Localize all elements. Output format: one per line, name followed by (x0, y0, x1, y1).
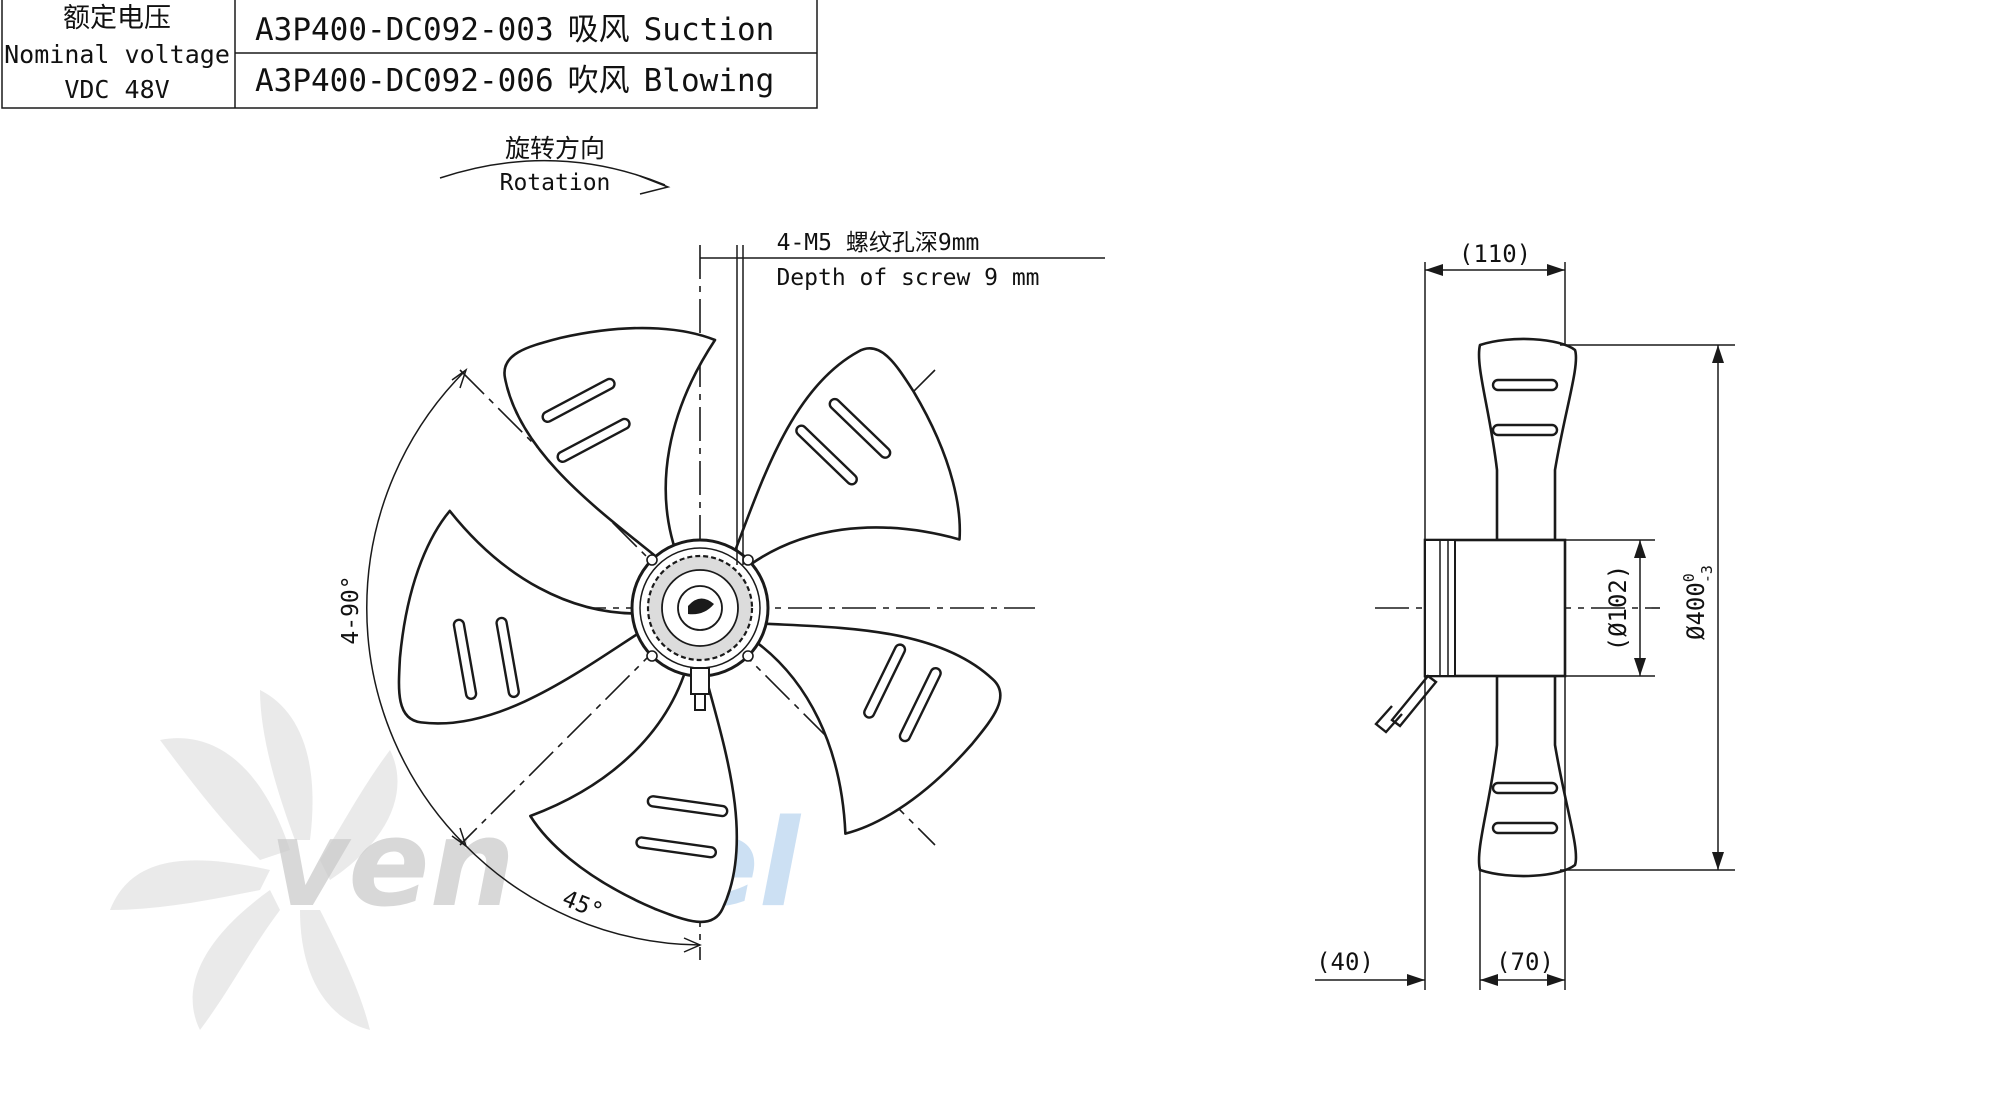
fan-blade (529, 654, 739, 924)
rotation-indicator: 旋转方向 Rotation (439, 134, 671, 196)
model-row-1-type-cn: 吸风 (568, 12, 630, 48)
screw-note-line2: Depth of screw 9 mm (776, 265, 1039, 291)
angle-arc-4x90 (366, 371, 465, 845)
cable-gland-icon (690, 667, 710, 695)
side-view: (110) (Ø102) Ø4000-3 (1315, 240, 1735, 990)
rotation-label-en: Rotation (500, 170, 611, 196)
screw-hole-icon (742, 554, 754, 566)
side-blade-top (1477, 337, 1578, 542)
nominal-voltage-label: Nominal voltage (4, 40, 230, 69)
title-block: 额定电压 Nominal voltage VDC 48V A3P400-DC09… (1, 0, 818, 109)
fan-blade (503, 326, 717, 570)
side-cable-gland-icon (1390, 674, 1438, 728)
model-row-1-type-en: Suction (644, 12, 775, 48)
dim-fan-diameter: Ø4000-3 (1560, 344, 1735, 871)
arc-arrowhead-icon (451, 368, 468, 389)
fan-blades (397, 326, 1002, 924)
dim-bottom: (40) (70) (1315, 676, 1566, 990)
fan-blade (727, 347, 962, 577)
dim-hub-diameter-label: (Ø102) (1604, 565, 1632, 652)
model-row-1-model: A3P400-DC092-003 (255, 12, 554, 48)
screw-hole-icon (742, 650, 754, 662)
dim-70-label: (70) (1496, 948, 1554, 976)
angle-arc-45 (463, 843, 701, 946)
dim-40-label: (40) (1316, 948, 1374, 976)
model-row-2-type-en: Blowing (644, 63, 775, 99)
dim-hub-diameter: (Ø102) (1565, 539, 1655, 677)
dim-fan-diameter-label: Ø4000-3 (1680, 565, 1716, 640)
rated-voltage-cn: 额定电压 (63, 3, 171, 34)
fan-blade (397, 509, 654, 725)
angle-label-4x90: 4-90° (338, 575, 364, 644)
motor-hub (630, 538, 770, 711)
dim-110-label: (110) (1459, 240, 1531, 268)
angle-label-45: 45° (558, 886, 606, 926)
model-row-1: A3P400-DC092-003 吸风 Suction (255, 12, 774, 48)
dim-110: (110) (1424, 240, 1566, 540)
side-blade-bottom (1477, 674, 1578, 878)
screw-note: 4-M5 螺纹孔深9mm Depth of screw 9 mm (700, 230, 1105, 565)
screw-hole-icon (646, 650, 658, 662)
arc-arrowhead-icon (683, 937, 702, 953)
side-slot (1491, 821, 1559, 835)
watermark-fan-icon (110, 690, 398, 1030)
rotation-label-cn: 旋转方向 (505, 134, 605, 163)
voltage-value: VDC 48V (64, 75, 169, 104)
side-slot (1491, 423, 1559, 437)
model-row-2: A3P400-DC092-006 吹风 Blowing (255, 63, 774, 99)
screw-hole-icon (646, 554, 658, 566)
model-row-2-type-cn: 吹风 (568, 63, 630, 99)
rotation-arc (439, 159, 666, 186)
side-slot (1491, 781, 1559, 795)
screw-note-line1: 4-M5 螺纹孔深9mm (777, 230, 980, 256)
watermark-text-ven: ven (270, 795, 515, 934)
rotation-arrowhead-icon (639, 175, 671, 195)
front-view: 4-M5 螺纹孔深9mm Depth of screw 9 mm 4-90° 4… (338, 230, 1105, 960)
side-slot (1491, 378, 1559, 392)
model-row-2-model: A3P400-DC092-006 (255, 63, 554, 99)
fan-blade (741, 621, 1002, 835)
